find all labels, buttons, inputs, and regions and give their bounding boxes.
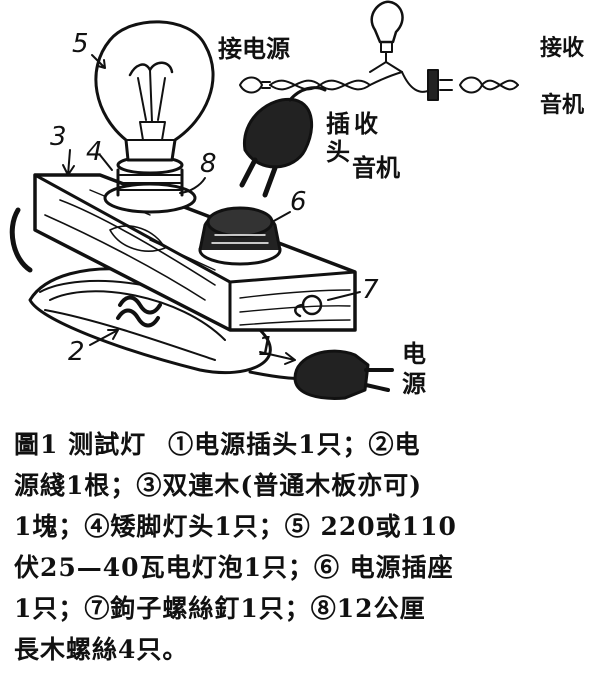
label-6: 6 xyxy=(290,187,307,217)
label-3: 3 xyxy=(50,122,67,152)
power-socket xyxy=(198,206,282,266)
label-2: 2 xyxy=(68,337,85,367)
caption-line-3: 1塊；④矮脚灯头1只；⑤ 220或110 xyxy=(14,512,457,541)
label-8: 8 xyxy=(200,149,217,179)
caption-line-1-rest: ①电源插头1只；②电 xyxy=(168,430,421,459)
caption-line-4: 伏25—40瓦电灯泡1只；⑥ 电源插座 xyxy=(14,553,454,582)
power-cord xyxy=(9,207,320,381)
label-connect-power: 接电源 xyxy=(218,35,290,63)
label-connect-radio-1: 接收 xyxy=(540,35,584,61)
light-bulb xyxy=(94,20,215,162)
caption-line-5: 1只；⑦鉤子螺絲釘1只；⑧12公厘 xyxy=(14,594,426,623)
caption-title: 圖1 测試灯 xyxy=(14,430,147,459)
label-plug-b: 头 xyxy=(326,138,350,166)
caption-line-6: 長木螺絲4只。 xyxy=(14,635,189,664)
power-plug xyxy=(293,349,394,400)
label-power-b: 源 xyxy=(402,370,426,398)
label-1: 1 xyxy=(258,332,275,362)
caption-line-1: 圖1 测試灯 ①电源插头1只；②电 xyxy=(14,424,588,465)
radio-plug xyxy=(239,86,327,198)
label-4: 4 xyxy=(86,137,103,167)
test-lamp-illustration: 5 3 4 8 6 7 2 1 接电源 接收 音机 插 头 收 音机 电 源 xyxy=(9,0,584,400)
figure-caption: 圖1 测試灯 ①电源插头1只；②电 源綫1根；③双連木(普通木板亦可) 1塊；④矮… xyxy=(14,424,588,670)
wooden-board xyxy=(33,173,357,332)
lamp-holder xyxy=(103,155,197,214)
wiring-schematic xyxy=(239,0,519,101)
label-power-a: 电 xyxy=(402,340,426,368)
label-connect-radio-2: 音机 xyxy=(540,92,584,118)
label-5: 5 xyxy=(72,29,89,59)
hook-screw xyxy=(294,294,323,318)
caption-line-2: 源綫1根；③双連木(普通木板亦可) xyxy=(14,471,423,500)
label-plug-c: 收 xyxy=(354,110,378,138)
label-plug-a: 插 xyxy=(326,110,350,138)
label-7: 7 xyxy=(362,275,379,305)
label-plug-d: 音机 xyxy=(352,154,400,182)
